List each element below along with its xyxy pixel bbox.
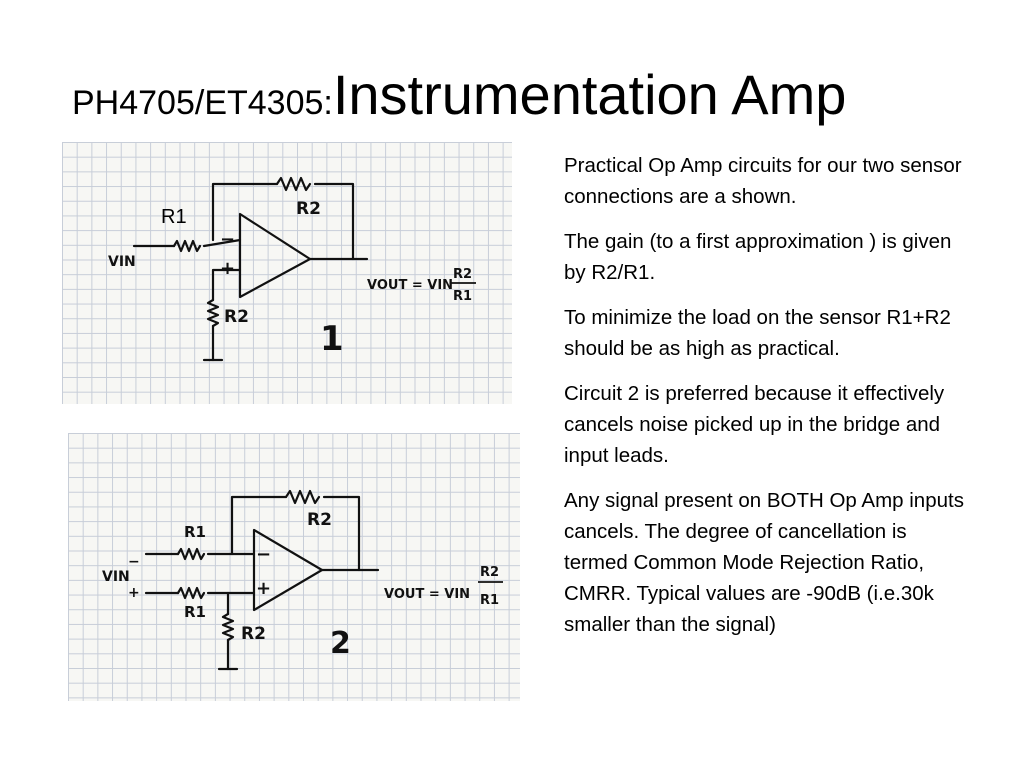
vin-label-2: VIN (102, 569, 130, 585)
gain-fraction-den-2: R1 (480, 593, 499, 608)
r1-top-resistor-2 (176, 547, 206, 561)
r2-feedback-label-1: R2 (296, 199, 321, 219)
r1-bottom-label-2: R1 (184, 603, 206, 621)
r2-ground-label-1: R2 (224, 307, 249, 327)
minus-sign-2: − (256, 544, 271, 565)
r1-input-resistor-1 (172, 239, 202, 253)
vin-plus-sign-2: + (128, 585, 140, 601)
paragraph-load: To minimize the load on the sensor R1+R2… (564, 306, 951, 360)
vin-minus-sign-2: − (128, 554, 140, 570)
paragraph-cmrr: Any signal present on BOTH Op Amp inputs… (564, 489, 964, 636)
vin-label-1: VIN (108, 254, 136, 270)
gain-fraction-num-1: R2 (453, 267, 472, 282)
r2-ground-label-2: R2 (241, 624, 266, 644)
r2-feedback-label-2: R2 (307, 510, 332, 530)
gain-fraction-den-1: R1 (453, 289, 472, 304)
r2-ground-resistor-2 (221, 612, 235, 642)
circuit-1-drawing: − + R2 R2 VIN VOUT = VIN R2 R1 1 (108, 176, 476, 362)
r1-bottom-resistor-2 (176, 586, 206, 600)
plus-sign-1: + (220, 258, 235, 279)
op-amp-2-triangle (252, 528, 324, 612)
vout-equation-2: VOUT = VIN (384, 587, 470, 602)
circuit-1-sketch: − + R2 R2 VIN VOUT = VIN R2 R1 1 (62, 142, 512, 404)
r1-typed-label: R1 (161, 206, 187, 228)
paragraph-circuit-2-preferred: Circuit 2 is preferred because it effect… (564, 382, 945, 467)
r2-ground-resistor-1 (206, 298, 220, 328)
r2-feedback-resistor-2 (284, 489, 321, 505)
r1-top-label-2: R1 (184, 523, 206, 541)
plus-sign-2: + (256, 578, 271, 599)
slide-body-text: Practical Op Amp circuits for our two se… (564, 150, 964, 654)
r2-feedback-resistor-1 (275, 176, 312, 192)
op-amp-1-triangle (238, 212, 312, 299)
paragraph-gain: The gain (to a first approximation ) is … (564, 230, 952, 284)
minus-sign-1: − (220, 229, 235, 250)
vout-equation-1: VOUT = VIN (367, 278, 453, 293)
circuit-2-drawing: − + R1 R1 R2 R2 VIN − + VOUT = VIN R2 R1… (102, 489, 503, 671)
circuit-number-2: 2 (330, 626, 351, 661)
slide-title: PH4705/ET4305:Instrumentation Amp (72, 62, 846, 127)
circuit-2-sketch: − + R1 R1 R2 R2 VIN − + VOUT = VIN R2 R1… (68, 433, 520, 701)
gain-fraction-num-2: R2 (480, 565, 499, 580)
paragraph-circuits-intro: Practical Op Amp circuits for our two se… (564, 154, 962, 208)
circuit-number-1: 1 (320, 319, 344, 359)
slide-title-main: Instrumentation Amp (332, 63, 847, 126)
slide-title-prefix: PH4705/ET4305: (72, 84, 333, 122)
